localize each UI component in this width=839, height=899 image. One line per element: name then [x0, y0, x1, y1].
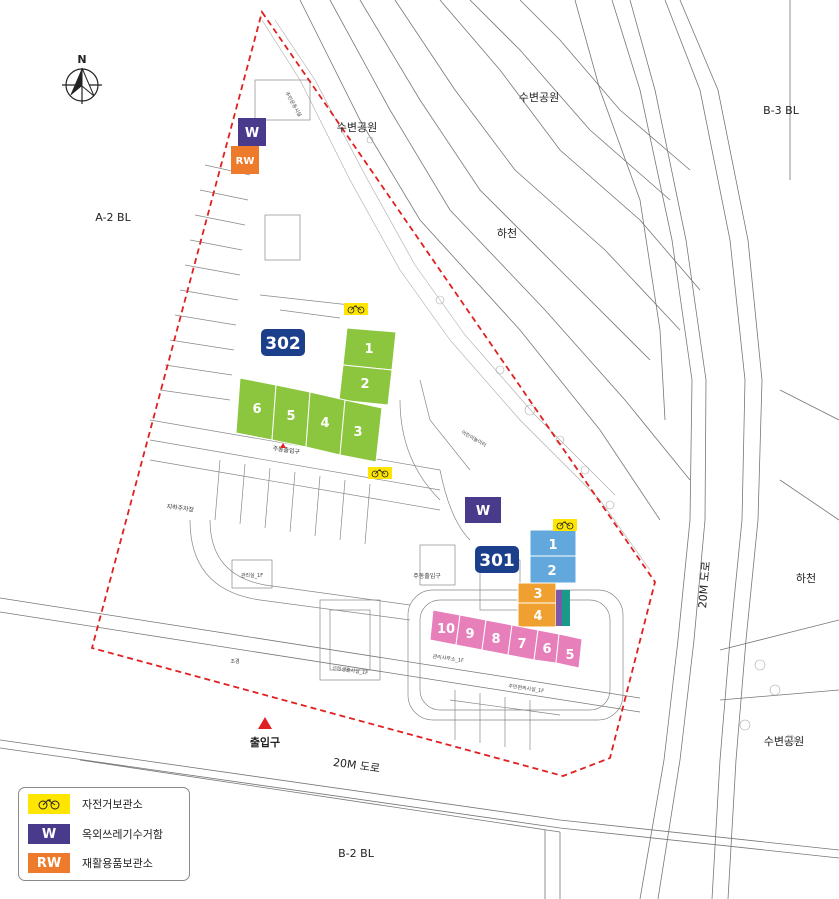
bicycle-icon[interactable] — [553, 519, 577, 531]
building-302-label: 302 — [265, 334, 301, 354]
community-center-label: 근린생활시설_1F — [332, 665, 369, 677]
entrance-triangle-icon — [258, 717, 272, 729]
entrance-marker[interactable]: 출입구 — [250, 717, 280, 749]
unit-302-2-label: 2 — [360, 377, 369, 392]
bicycle-icon[interactable] — [368, 467, 392, 479]
legend-item-bike: 자전거보관소 — [28, 793, 143, 815]
bicycle-icon — [28, 794, 70, 814]
unit-301-5-label: 5 — [565, 648, 574, 663]
park-right-label: 수변공원 — [764, 735, 804, 748]
unit-301-4[interactable] — [517, 602, 557, 628]
area-a2: A-2 BL — [95, 211, 131, 224]
unit-302-5-label: 5 — [286, 409, 295, 424]
building-302-units: 1 2 6 5 4 3 — [235, 327, 397, 463]
park-left-label: 수변공원 — [519, 91, 559, 104]
main-entrance-302-label: 주동출입구 — [272, 444, 301, 456]
parking-entrance-label: 지하주차장 — [166, 502, 195, 514]
unit-301-6-label: 6 — [542, 642, 551, 657]
bicycle-icon[interactable] — [344, 303, 368, 315]
compass-label: N — [77, 53, 86, 66]
waste-marker-301[interactable]: W — [465, 497, 501, 523]
river-top-label: 하천 — [497, 226, 517, 240]
legend: 자전거보관소 W 옥외쓰레기수거함 RW 재활용품보관소 — [18, 787, 190, 881]
unit-302-2[interactable] — [338, 364, 393, 406]
unit-301-8-label: 8 — [491, 632, 500, 647]
waste-marker-302[interactable]: W — [238, 118, 266, 146]
unit-301-7-label: 7 — [517, 637, 526, 652]
unit-302-6-label: 6 — [252, 402, 261, 417]
unit-301-10-label: 10 — [437, 622, 455, 637]
building-301-units: 1 2 3 4 10 9 8 7 6 5 — [429, 529, 583, 669]
mgmt-office-label: 관리실_1F — [241, 572, 263, 579]
main-entrance-301-label: 주동출입구 — [413, 572, 441, 580]
north-arrow-icon: N — [62, 53, 102, 104]
facility-b-label: 주민편의시설_1F — [508, 683, 545, 695]
unit-301-4-label: 4 — [533, 609, 542, 624]
legend-item-waste: W 옥외쓰레기수거함 — [28, 823, 163, 845]
facility-a-label: 관리사무소_1F — [432, 653, 464, 664]
building-301-label: 301 — [479, 551, 515, 571]
unit-301-accent-purple — [556, 590, 562, 626]
building-301-tag[interactable]: 301 — [475, 546, 519, 573]
building-302-tag[interactable]: 302 — [261, 329, 305, 356]
unit-301-5[interactable] — [555, 633, 583, 669]
waste-symbol: W — [28, 824, 70, 844]
park-top-label: 수변공원 — [337, 121, 377, 134]
river-right-label: 하천 — [796, 571, 816, 585]
unit-301-accent-teal — [562, 590, 570, 626]
recycle-symbol: RW — [28, 853, 70, 873]
unit-301-3-label: 3 — [533, 587, 542, 602]
park-linework — [261, 19, 796, 746]
entrance-302-marker-icon — [280, 443, 286, 448]
legend-label-bike: 자전거보관소 — [82, 798, 143, 811]
entrance-label: 출입구 — [250, 735, 280, 749]
waste-marker-301-label: W — [476, 504, 490, 519]
unit-301-2-label: 2 — [547, 564, 556, 579]
area-b2: B-2 BL — [338, 847, 375, 860]
unit-302-1-label: 1 — [364, 342, 373, 357]
legend-label-recycle: 재활용품보관소 — [82, 857, 153, 870]
site-boundary — [90, 9, 656, 777]
path-note-label: 조경 — [230, 658, 239, 665]
unit-302-3[interactable] — [339, 399, 383, 463]
area-b3: B-3 BL — [763, 104, 800, 117]
waste-marker-302-label: W — [245, 126, 259, 141]
legend-item-recycle: RW 재활용품보관소 — [28, 852, 153, 874]
unit-301-1-label: 1 — [548, 538, 557, 553]
recycle-marker-302[interactable]: RW — [231, 146, 259, 174]
recycle-marker-302-label: RW — [236, 156, 255, 167]
unit-301-9-label: 9 — [465, 627, 474, 642]
unit-302-3-label: 3 — [353, 425, 362, 440]
legend-label-waste: 옥외쓰레기수거함 — [82, 828, 163, 841]
unit-302-4-label: 4 — [320, 416, 329, 431]
road-right-label: 20M 도로 — [696, 561, 713, 609]
